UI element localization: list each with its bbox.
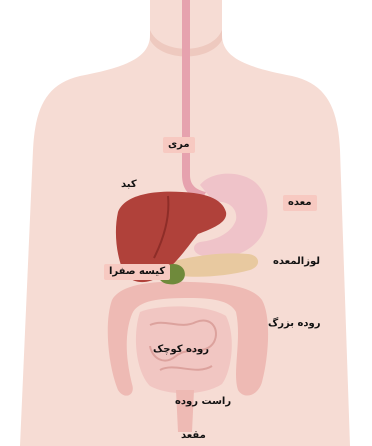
pancreas-label: لوزالمعده <box>268 254 325 270</box>
gallbladder-label: کیسه صفرا <box>104 264 170 280</box>
esophagus-label: مری <box>163 137 195 153</box>
liver-label: کبد <box>116 177 142 193</box>
rectum-label: راست روده <box>170 394 236 410</box>
large-intestine-label: روده بزرگ <box>263 316 325 332</box>
anus-label: مقعد <box>176 428 211 444</box>
small-intestine-label: روده کوچک <box>148 342 214 358</box>
stomach-label: معده <box>283 195 317 211</box>
